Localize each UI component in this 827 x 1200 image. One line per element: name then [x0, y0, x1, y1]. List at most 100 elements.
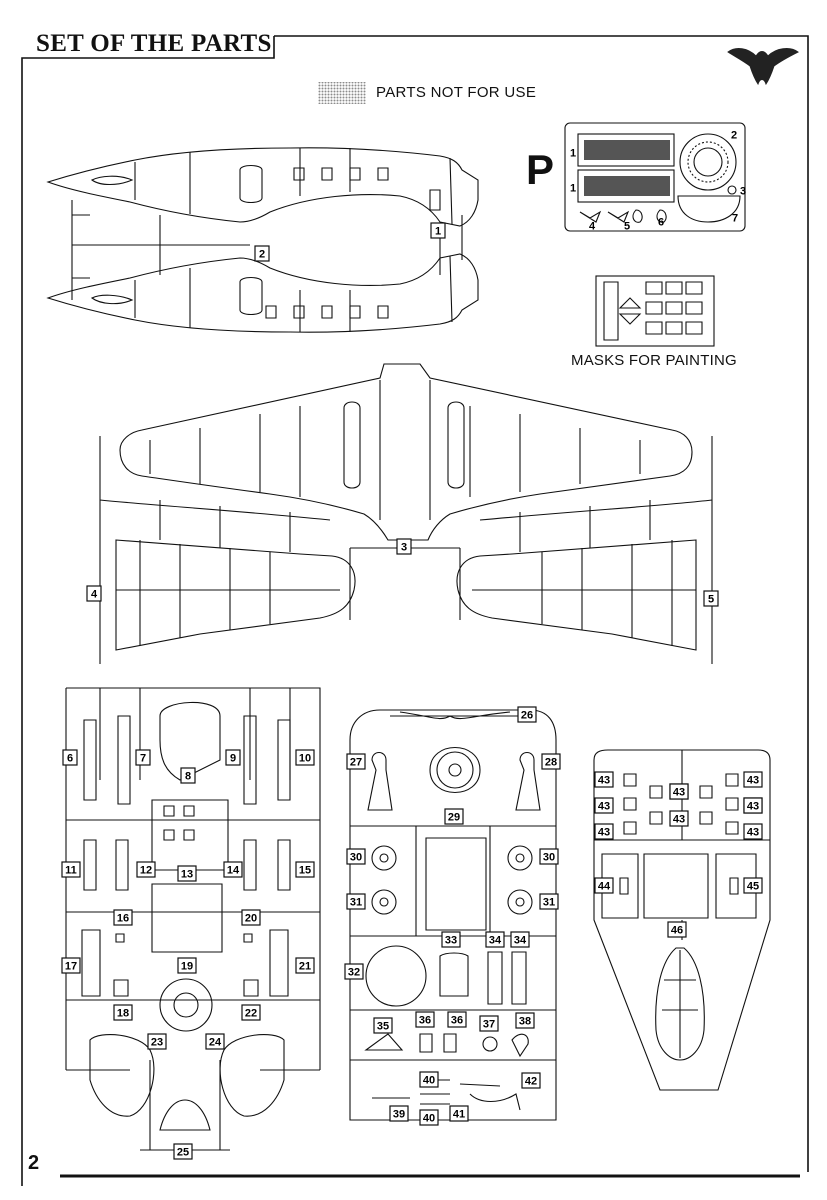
part-number-box	[177, 865, 197, 882]
part-number-box	[135, 749, 151, 766]
eagle-icon	[727, 48, 799, 86]
part-number-box	[667, 921, 687, 938]
part-number: 14	[227, 865, 240, 877]
part-number: 43	[747, 801, 759, 813]
part-number-box	[62, 749, 78, 766]
not-for-use-swatch	[318, 82, 366, 104]
part-number: 43	[598, 827, 610, 839]
part-number: 29	[448, 812, 460, 824]
part-number: 37	[483, 1019, 495, 1031]
part-number: 5	[708, 594, 714, 606]
part-number: 18	[117, 1008, 129, 1020]
part-number: 27	[350, 757, 362, 769]
part-number: 22	[245, 1008, 257, 1020]
part-number-box	[479, 1015, 499, 1032]
part-number-box	[389, 1105, 409, 1122]
part-number: 1	[435, 226, 441, 238]
part-number: 36	[451, 1015, 463, 1027]
part-number-box	[703, 590, 719, 607]
part-number: 10	[299, 753, 311, 765]
part-number-box	[225, 749, 241, 766]
part-number-box	[346, 893, 366, 910]
part-number-box	[447, 1011, 467, 1028]
part-number: 40	[423, 1075, 435, 1087]
part-number: 7	[732, 213, 738, 225]
part-number-box	[743, 771, 763, 788]
part-number-box	[541, 753, 561, 770]
part-number: 43	[673, 787, 685, 799]
part-number-box	[743, 797, 763, 814]
part-number: 44	[598, 881, 611, 893]
not-for-use-legend-label: PARTS NOT FOR USE	[376, 84, 537, 101]
part-number: 1	[570, 183, 576, 195]
photo-etch-fret	[564, 122, 746, 232]
part-number: 35	[377, 1021, 389, 1033]
part-number: 19	[181, 961, 193, 973]
part-number-box	[669, 810, 689, 827]
part-number: 8	[185, 771, 191, 783]
part-number-box	[510, 931, 530, 948]
part-number: 15	[299, 865, 311, 877]
part-number: 42	[525, 1076, 537, 1088]
masks-sheet	[595, 275, 715, 347]
wing-sprue	[99, 363, 713, 664]
part-number-box	[346, 848, 366, 865]
part-number: 43	[598, 775, 610, 787]
part-number: 39	[393, 1109, 405, 1121]
part-number-box	[205, 1033, 225, 1050]
part-number-box	[136, 861, 156, 878]
part-number-box	[594, 771, 614, 788]
part-number: 20	[245, 913, 257, 925]
part-number-box	[113, 1004, 133, 1021]
part-number: 7	[140, 753, 146, 765]
part-number-box	[594, 823, 614, 840]
part-number: 4	[91, 589, 98, 601]
part-number-box	[61, 957, 81, 974]
part-number-box	[743, 877, 763, 894]
part-number: 24	[209, 1037, 222, 1049]
part-number-box	[86, 585, 102, 602]
part-number: 12	[140, 865, 152, 877]
part-number-box	[444, 808, 464, 825]
part-number: 43	[598, 801, 610, 813]
part-number: 6	[67, 753, 73, 765]
fuselage-sprue	[46, 147, 479, 333]
part-number: 9	[230, 753, 236, 765]
part-number: 30	[543, 852, 555, 864]
part-number-box	[449, 1105, 469, 1122]
part-number: 28	[545, 757, 557, 769]
part-number-box	[147, 1033, 167, 1050]
small-parts-sprue-middle	[349, 709, 557, 1121]
part-number: 31	[350, 897, 362, 909]
part-number: 5	[624, 221, 630, 233]
part-number-box	[223, 861, 243, 878]
part-number-box	[515, 1012, 535, 1029]
part-number: 2	[259, 249, 265, 261]
part-number: 34	[514, 935, 527, 947]
part-number: 40	[423, 1113, 435, 1125]
part-number-box	[295, 861, 315, 878]
part-number-box	[344, 963, 364, 980]
part-number-box	[430, 222, 446, 239]
part-number: 16	[117, 913, 129, 925]
part-number-box	[241, 909, 261, 926]
part-number: 34	[489, 935, 502, 947]
part-number: 26	[521, 710, 533, 722]
masks-caption: MASKS FOR PAINTING	[571, 352, 737, 369]
part-number-box	[517, 706, 537, 723]
part-number-box	[113, 909, 133, 926]
part-number-box	[254, 245, 270, 262]
part-number: 1	[570, 148, 576, 160]
part-number: 25	[177, 1147, 189, 1159]
part-number: 41	[453, 1109, 465, 1121]
part-number-box	[396, 538, 412, 555]
part-number-box	[594, 877, 614, 894]
part-number: 33	[445, 935, 457, 947]
page-number: 2	[28, 1152, 40, 1174]
photo-etch-letter: P	[526, 146, 555, 193]
part-number: 43	[747, 775, 759, 787]
part-number: 36	[419, 1015, 431, 1027]
part-number: 4	[589, 221, 596, 233]
